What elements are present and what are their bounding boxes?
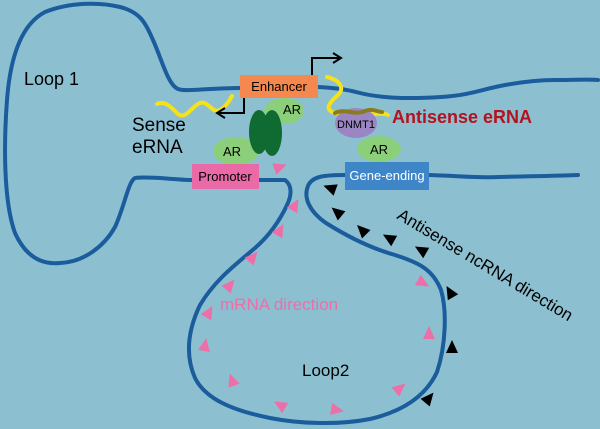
antisense-direction-marker	[357, 225, 371, 239]
mrna-direction-marker	[271, 223, 284, 239]
antisense-direction-marker	[414, 246, 430, 259]
ar-label: AR	[223, 144, 241, 159]
antisense-direction-markers	[323, 184, 459, 407]
loop1-label: Loop 1	[24, 69, 79, 89]
antisense-direction-marker	[446, 340, 458, 353]
dna-loop1	[3, 1, 242, 266]
mrna-direction-marker	[200, 305, 213, 321]
dnmt1-label: DNMT1	[337, 119, 375, 131]
antisense-transcription-arrow	[311, 52, 343, 75]
antisense-direction-marker	[420, 392, 434, 407]
ar-protein-gene-ending	[357, 136, 401, 162]
promoter-label: Promoter	[198, 169, 252, 184]
mrna-direction-marker	[414, 274, 430, 287]
mrna-direction-label: mRNA direction	[220, 295, 338, 314]
ar-label: AR	[370, 142, 388, 157]
polymerase-subunit-right	[262, 110, 282, 156]
sense-transcription-arrow	[215, 98, 245, 119]
antisense-direction-marker	[323, 184, 338, 196]
dna-lower-right	[427, 173, 580, 180]
ar-label: AR	[283, 102, 301, 117]
gene-ending-box	[345, 162, 429, 190]
gene-ending-label: Gene-ending	[349, 168, 424, 183]
mrna-direction-marker	[198, 338, 210, 352]
promoter-box	[192, 164, 259, 189]
antisense-erna-label: Antisense eRNA	[392, 107, 532, 127]
ar-protein-promoter	[213, 137, 259, 165]
sense-erna-strand	[155, 94, 234, 118]
mrna-direction-marker	[330, 403, 344, 415]
antisense-erna-bound	[333, 107, 384, 115]
antisense-direction-marker	[331, 207, 346, 221]
antisense-direction-marker	[382, 234, 398, 247]
mrna-direction-marker	[221, 279, 235, 294]
antisense-direction-marker	[446, 285, 459, 301]
mrna-direction-marker	[244, 251, 258, 266]
mrna-direction-markers	[198, 163, 435, 415]
loop2-label: Loop2	[302, 361, 349, 380]
mrna-direction-marker	[391, 383, 406, 397]
sense-erna-label-line1: Sense	[132, 115, 186, 136]
sense-erna-label-line2: eRNA	[132, 137, 183, 158]
enhancer-box	[240, 75, 318, 98]
mrna-direction-marker	[272, 163, 287, 175]
dnmt1-protein	[335, 108, 377, 138]
dna-loop2	[187, 173, 447, 426]
mrna-direction-marker	[228, 373, 240, 388]
enhancer-label: Enhancer	[251, 79, 307, 94]
dna-upper-right	[316, 77, 600, 100]
mrna-direction-marker	[423, 326, 435, 339]
mrna-direction-marker	[286, 198, 299, 214]
mrna-direction-marker	[273, 401, 289, 414]
antisense-erna-strand	[325, 75, 390, 117]
